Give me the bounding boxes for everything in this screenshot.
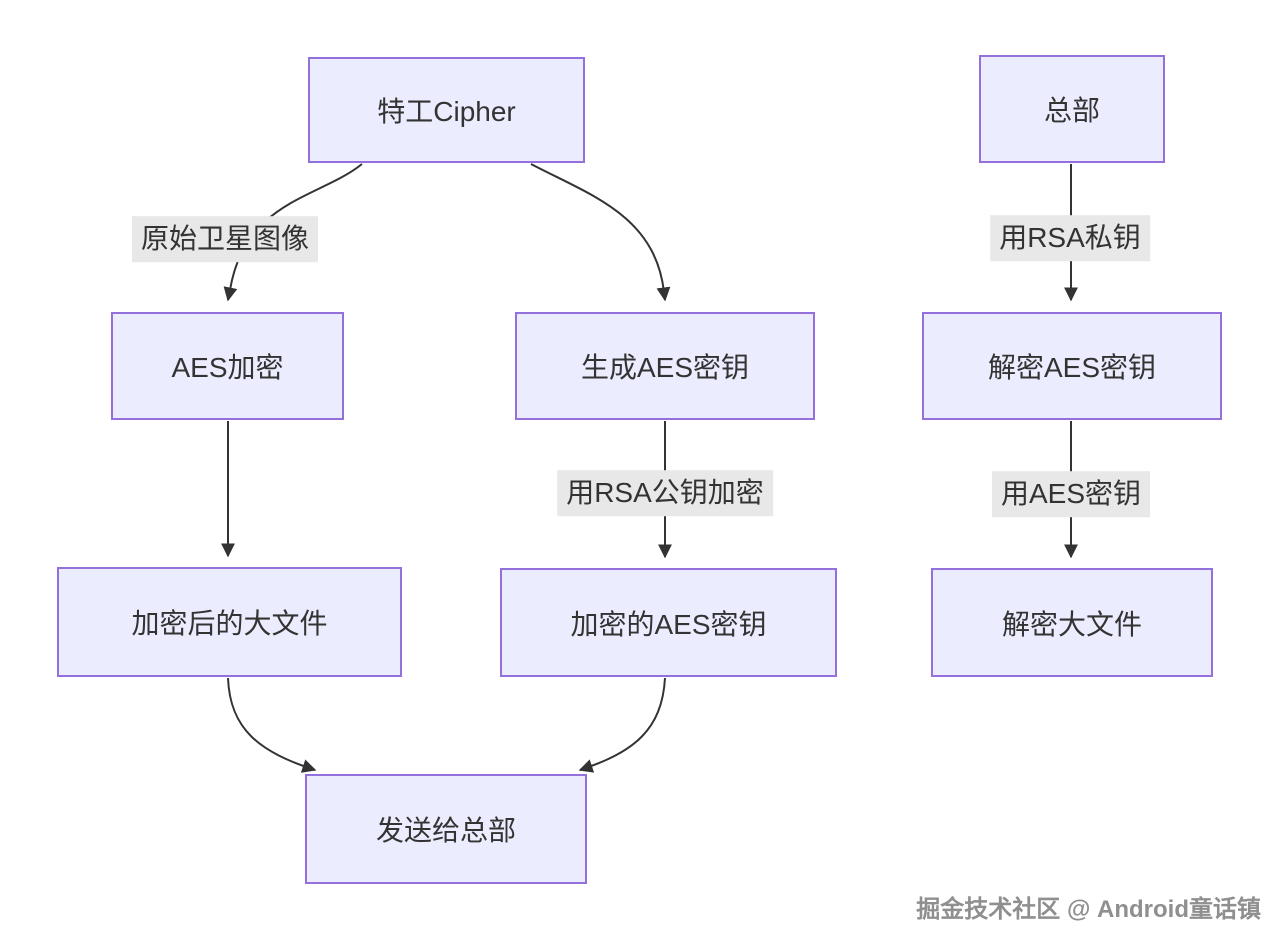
node-agent-cipher: 特工Cipher: [308, 57, 585, 163]
edge-label-rsa-public-encrypt: 用RSA公钥加密: [557, 470, 773, 516]
edge-enc-file-to-send-hq: [227, 677, 317, 773]
edge-agent-to-gen-key: [530, 163, 671, 302]
node-decrypt-aes-key: 解密AES密钥: [922, 312, 1222, 420]
node-generate-aes-key: 生成AES密钥: [515, 312, 815, 420]
node-encrypted-big-file: 加密后的大文件: [57, 567, 402, 677]
edge-label-rsa-private-key: 用RSA私钥: [990, 215, 1150, 261]
edge-label-original-satellite-image: 原始卫星图像: [131, 216, 319, 262]
node-aes-encrypt: AES加密: [111, 312, 344, 420]
node-send-to-headquarters: 发送给总部: [305, 774, 587, 884]
edge-label-aes-key: 用AES密钥: [991, 471, 1151, 517]
edge-enc-key-to-send-hq: [578, 677, 666, 773]
node-encrypted-aes-key: 加密的AES密钥: [500, 568, 837, 677]
node-headquarters: 总部: [979, 55, 1165, 163]
edge-agent-to-aes-encrypt: [223, 163, 363, 302]
node-decrypted-big-file: 解密大文件: [931, 568, 1213, 677]
watermark-juejin-community: 掘金技术社区 @ Android童话镇: [916, 896, 1261, 923]
